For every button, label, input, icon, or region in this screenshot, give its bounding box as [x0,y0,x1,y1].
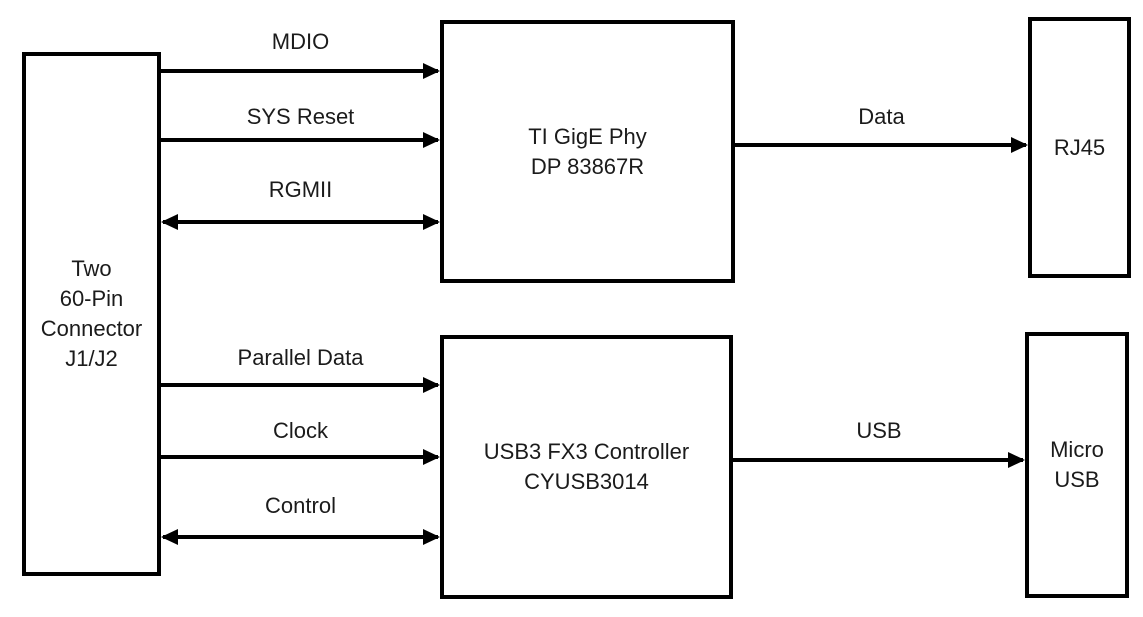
microusb-label-line: Micro [1050,437,1104,462]
clock-arrow-label: Clock [272,418,328,443]
arrowhead-right-icon [423,214,440,230]
usb3-label-line: CYUSB3014 [524,469,649,494]
arrowhead-right-icon [423,377,440,393]
block-usb3-controller: USB3 FX3 Controller CYUSB3014 [440,335,733,599]
mdio-arrow [161,63,440,79]
arrow-line [163,535,438,539]
arrow-line [735,143,1026,147]
arrow-line [733,458,1023,462]
block-rj45: RJ45 [1028,17,1131,278]
arrowhead-right-icon [423,449,440,465]
arrowhead-left-icon [161,529,178,545]
block-micro-usb: Micro USB [1025,332,1129,598]
arrow-line [161,69,438,73]
sys-reset-arrow [161,132,440,148]
connector-label-line: Two [71,256,112,281]
connector-label-line: 60-Pin [59,286,124,311]
rgmii-arrow-label: RGMII [268,177,333,202]
mdio-arrow-label: MDIO [271,29,330,54]
data-arrow [735,137,1028,153]
arrow-line [163,220,438,224]
connector-label-line: Connector [40,316,143,341]
block-gige-phy: TI GigE Phy DP 83867R [440,20,735,283]
microusb-label-line: USB [1054,467,1100,492]
sys-reset-arrow-label: SYS Reset [246,104,355,129]
phy-label-line: DP 83867R [530,153,645,179]
phy-label-line: TI GigE Phy [528,123,647,149]
arrow-line [161,138,438,142]
arrowhead-right-icon [1011,137,1028,153]
connector-label-line: J1/J2 [65,346,118,371]
block-two-60pin-connector: Two 60-Pin Connector J1/J2 [22,52,161,576]
usb-arrow [733,452,1025,468]
control-arrow [161,529,440,545]
rgmii-arrow [161,214,440,230]
rj45-label-line: RJ45 [1053,134,1106,160]
clock-arrow [161,449,440,465]
arrowhead-right-icon [423,529,440,545]
arrowhead-right-icon [423,63,440,79]
arrowhead-right-icon [1008,452,1025,468]
arrowhead-left-icon [161,214,178,230]
parallel-data-arrow-label: Parallel Data [237,345,364,370]
arrowhead-right-icon [423,132,440,148]
arrow-line [161,455,438,459]
control-arrow-label: Control [265,493,336,518]
arrow-line [161,383,438,387]
parallel-data-arrow [161,377,440,393]
usb3-label-line: USB3 FX3 Controller [483,439,690,464]
data-arrow-label: Data [858,104,905,129]
usb-arrow-label: USB [856,418,902,443]
